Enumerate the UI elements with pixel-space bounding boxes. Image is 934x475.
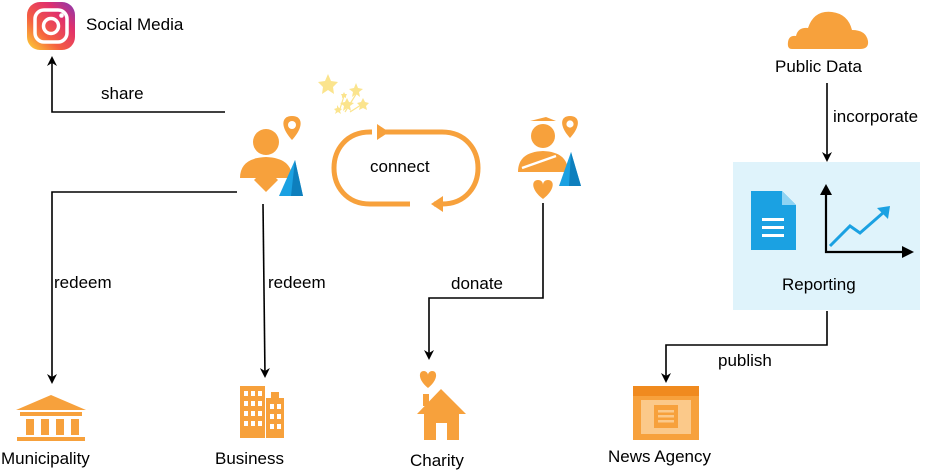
house-heart-icon xyxy=(417,371,466,440)
share-edge-label: share xyxy=(101,84,144,104)
public-data-label: Public Data xyxy=(775,57,862,76)
bank-icon xyxy=(16,395,86,441)
donate-edge-label: donate xyxy=(451,274,503,294)
redeem-municipality-connector xyxy=(47,191,237,384)
connect-edge-label: connect xyxy=(370,157,430,176)
share-connector xyxy=(47,56,225,113)
instagram-icon xyxy=(27,2,75,50)
cycle-arrowhead-top xyxy=(377,124,389,140)
municipality-label: Municipality xyxy=(1,449,90,468)
redeem-business-edge-label: redeem xyxy=(268,273,326,293)
cycle-arrows-icon xyxy=(331,129,481,207)
donate-connector xyxy=(424,203,544,360)
charity-label: Charity xyxy=(410,451,464,470)
news-agency-label: News Agency xyxy=(608,447,711,466)
cycle-arrowhead-bottom xyxy=(431,196,443,212)
business-label: Business xyxy=(215,449,284,468)
publish-connector xyxy=(661,311,828,383)
user-location-icon xyxy=(240,116,303,196)
volunteer-heart-icon xyxy=(518,116,581,199)
redeem-municipality-edge-label: redeem xyxy=(54,273,112,293)
cloud-icon xyxy=(787,11,869,49)
newspaper-icon xyxy=(633,386,699,440)
reporting-label: Reporting xyxy=(782,275,856,294)
publish-edge-label: publish xyxy=(718,351,772,371)
buildings-icon xyxy=(240,386,284,438)
redeem-business-connector xyxy=(259,203,270,378)
document-icon xyxy=(751,191,796,250)
incorporate-edge-label: incorporate xyxy=(833,107,919,127)
social-media-label: Social Media xyxy=(86,15,184,34)
chart-icon xyxy=(820,184,914,258)
fireworks-icon xyxy=(318,74,369,114)
